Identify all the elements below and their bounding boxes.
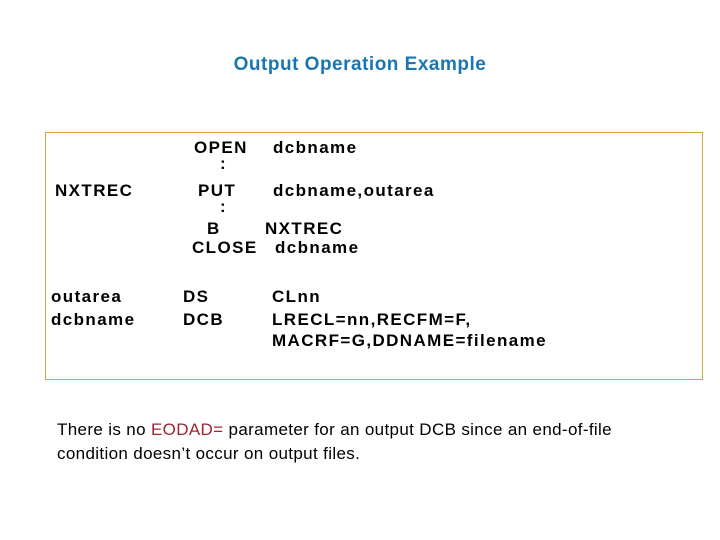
operand-put-outarea: outarea: [363, 181, 435, 200]
opcode-ds: DS: [183, 287, 210, 306]
opcode-put: PUT: [198, 181, 237, 200]
ellipsis-dots: :: [220, 197, 228, 216]
note-line1-before: There is no: [57, 420, 151, 439]
operand-dcb: LRECL=nn,RECFM=F,: [272, 311, 472, 328]
label-dcbname: dcbname: [51, 310, 136, 329]
operand-ds: CLnn: [272, 288, 321, 305]
slide-title: Output Operation Example: [233, 54, 487, 75]
operand-put-dcbname: dcbname,: [273, 181, 364, 200]
note-line1-after: parameter for an output DCB since an end…: [223, 420, 612, 439]
operand-ds-nn: nn: [297, 287, 322, 306]
operand-put: dcbname,outarea: [273, 182, 435, 199]
operand-dcb-recfm: ,RECFM=F,: [370, 310, 472, 329]
operand-dcb-nn: nn: [347, 310, 371, 329]
operand-ds-cl: CL: [272, 287, 298, 306]
note-text: There is no EODAD= parameter for an outp…: [57, 418, 705, 466]
label-nxtrec: NXTREC: [55, 181, 134, 200]
operand-close-dcbname: dcbname: [275, 238, 360, 257]
opcode-branch: B: [207, 219, 221, 238]
operand-branch-nxtrec: NXTREC: [265, 219, 344, 238]
opcode-close: CLOSE: [192, 238, 258, 257]
note-line2: condition doesn’t occur on output files.: [57, 444, 361, 463]
operand-dcb-lrecl: LRECL=: [272, 310, 347, 329]
code-example-box: OPEN dcbname : NXTREC PUT dcbname,outare…: [45, 132, 703, 380]
label-outarea: outarea: [51, 287, 123, 306]
operand-open-dcbname: dcbname: [273, 138, 358, 157]
opcode-dcb: DCB: [183, 310, 225, 329]
operand-dcb-continuation: MACRF=G,DDNAME=filename: [272, 331, 547, 350]
ellipsis-dots: :: [220, 154, 228, 173]
opcode-open: OPEN: [194, 138, 248, 157]
eodad-keyword: EODAD=: [150, 420, 224, 439]
